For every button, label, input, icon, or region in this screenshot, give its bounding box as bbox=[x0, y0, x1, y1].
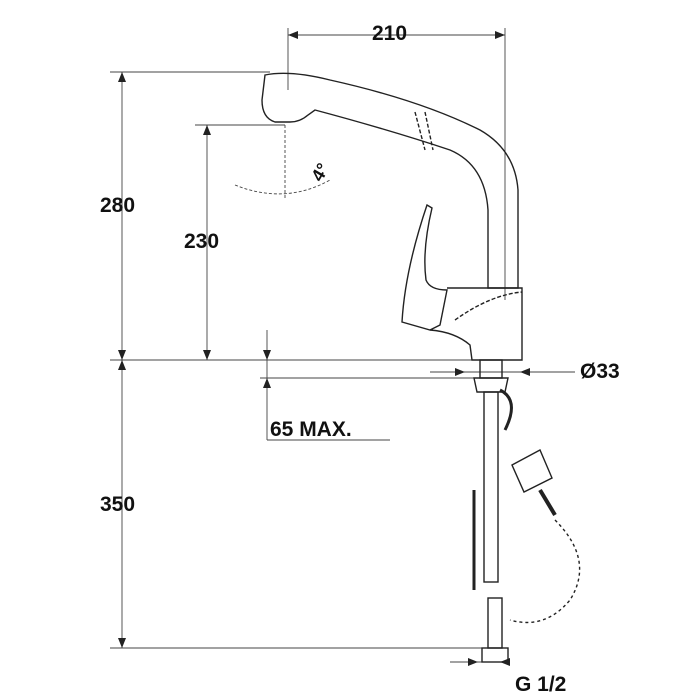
outlet-height-dimension-label: 230 bbox=[184, 230, 220, 253]
width-dimension-label: 210 bbox=[372, 22, 408, 45]
counter-thickness-label: 65 MAX. bbox=[270, 418, 352, 441]
hose-length-dimension-label: 350 bbox=[100, 493, 136, 516]
faucet-spout bbox=[261, 72, 519, 289]
faucet-lever bbox=[401, 203, 448, 331]
connection-thread-label: G 1/2 bbox=[515, 673, 567, 696]
base-diameter-label: Ø33 bbox=[580, 360, 620, 383]
total-height-dimension-label: 280 bbox=[100, 194, 136, 217]
mounting-shank-and-hoses bbox=[472, 359, 581, 663]
arrowheads bbox=[118, 31, 530, 666]
faucet-body bbox=[429, 287, 523, 361]
dimension-lines bbox=[110, 28, 575, 663]
